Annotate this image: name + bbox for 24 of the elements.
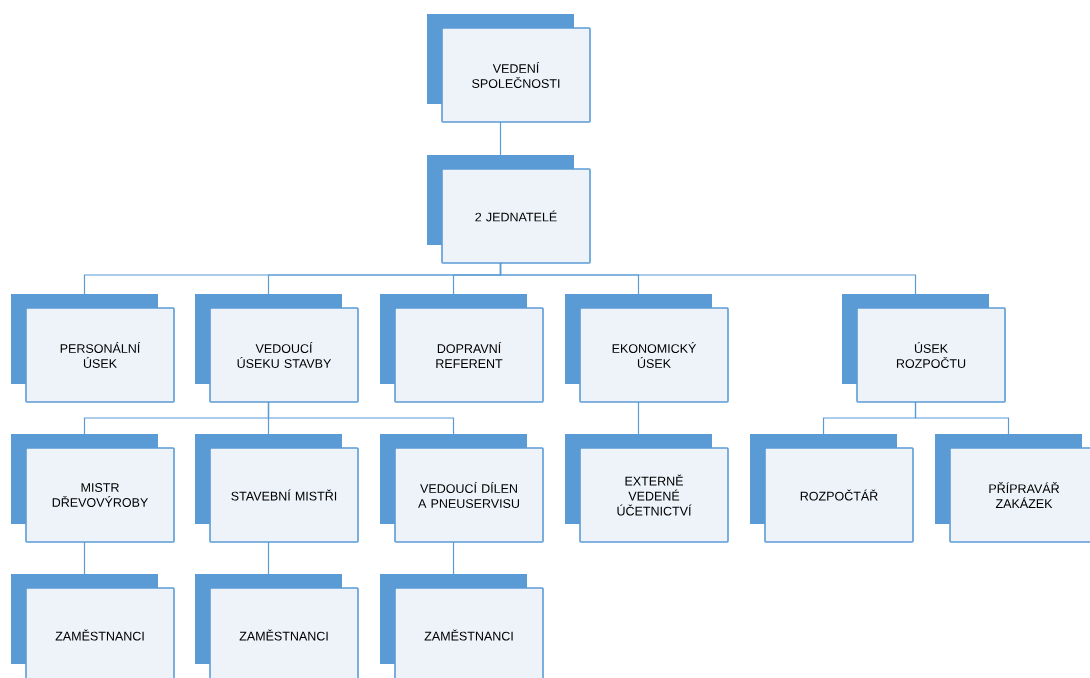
org-box: MISTR DŘEVOVÝROBY — [11, 434, 175, 543]
org-box: EXTERNĚ VEDENÉ ÚČETNICTVÍ — [565, 434, 729, 543]
connector — [452, 541, 455, 575]
connector — [637, 401, 640, 435]
connector — [499, 121, 502, 156]
org-box: ÚSEK ROZPOČTU — [842, 294, 1006, 403]
connector — [499, 262, 917, 295]
connector — [267, 401, 455, 435]
connector — [83, 541, 86, 575]
org-box: STAVEBNÍ MISTŘI — [195, 434, 359, 543]
org-box: EKONOMICKÝ ÚSEK — [565, 294, 729, 403]
org-box: VEDOUCÍ ÚSEKU STAVBY — [195, 294, 359, 403]
org-box: 2 JEDNATELÉ — [427, 155, 591, 264]
org-box: VEDOUCÍ DÍLEN A PNEUSERVISU — [380, 434, 544, 543]
connector — [267, 541, 270, 575]
org-box: PERSONÁLNÍ ÚSEK — [11, 294, 175, 403]
org-box: VEDENÍ SPOLEČNOSTI — [427, 14, 591, 123]
org-box: ZAMĚSTNANCI — [195, 574, 359, 678]
org-box: ROZPOČTÁŘ — [750, 434, 914, 543]
org-box: PŘÍPRAVÁŘ ZAKÁZEK — [935, 434, 1090, 543]
org-box: ZAMĚSTNANCI — [11, 574, 175, 678]
connector — [914, 401, 1010, 435]
org-box: DOPRAVNÍ REFERENT — [380, 294, 544, 403]
org-box: ZAMĚSTNANCI — [380, 574, 544, 678]
